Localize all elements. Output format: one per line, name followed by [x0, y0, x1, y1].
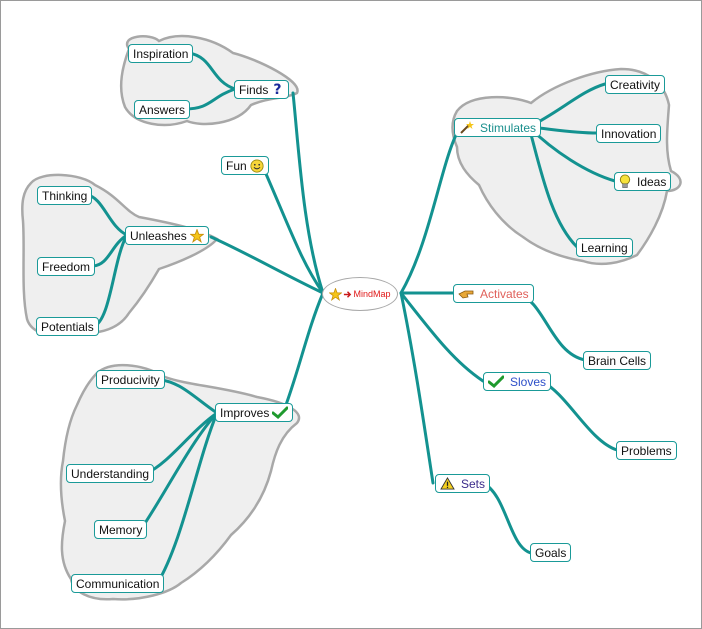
node-ideas[interactable]: Ideas	[614, 172, 672, 191]
node-unleashes-label: Unleashes	[130, 228, 187, 243]
question-icon: ?	[271, 82, 284, 98]
node-innovation-label: Innovation	[601, 126, 657, 141]
node-problems-label: Problems	[621, 443, 672, 458]
node-thinking-label: Thinking	[42, 188, 88, 203]
node-understanding[interactable]: Understanding	[66, 464, 155, 483]
node-fun[interactable]: Fun	[221, 156, 269, 175]
node-activates-label: Activates	[480, 286, 529, 301]
node-memory-label: Memory	[99, 522, 143, 537]
node-fun-label: Fun	[226, 158, 247, 173]
connector-sloves-problems	[539, 379, 619, 452]
node-stimulates[interactable]: Stimulates	[454, 118, 542, 137]
node-communication[interactable]: Communication	[71, 574, 165, 593]
arrow-right-icon	[343, 290, 352, 299]
node-producivity[interactable]: Producivity	[96, 370, 165, 389]
node-sets[interactable]: Sets	[435, 474, 491, 493]
node-brain-cells[interactable]: Brain Cells	[583, 351, 652, 370]
node-inspiration[interactable]: Inspiration	[128, 44, 194, 63]
node-understanding-label: Understanding	[71, 466, 150, 481]
node-problems[interactable]: Problems	[616, 441, 677, 460]
node-learning[interactable]: Learning	[576, 238, 633, 257]
lightbulb-icon	[619, 174, 631, 189]
connector-center-sloves	[399, 291, 485, 383]
connector-improves-memory	[139, 411, 219, 531]
node-memory[interactable]: Memory	[94, 520, 148, 539]
connector-center-improves	[281, 291, 325, 415]
checkmark-icon	[271, 406, 289, 420]
checkmark-icon	[487, 375, 505, 389]
cloud-improves-group	[59, 363, 301, 601]
smiley-icon	[250, 158, 264, 173]
star-icon	[328, 286, 344, 301]
node-learning-label: Learning	[581, 240, 628, 255]
node-potentials[interactable]: Potentials	[36, 317, 99, 336]
node-potentials-label: Potentials	[41, 319, 94, 334]
node-freedom[interactable]: Freedom	[37, 257, 96, 276]
connector-center-sets	[399, 291, 435, 485]
connector-finds-answers	[183, 87, 237, 111]
connector-activates-braincells	[515, 291, 587, 362]
node-brain-cells-label: Brain Cells	[588, 353, 647, 368]
connector-finds-inspiration	[187, 51, 237, 91]
node-finds[interactable]: Finds ?	[234, 80, 290, 99]
node-finds-label: Finds	[239, 82, 269, 97]
node-activates[interactable]: Activates	[453, 284, 534, 303]
star-icon	[189, 227, 205, 243]
node-improves-label: Improves	[220, 405, 270, 420]
node-ideas-label: Ideas	[637, 174, 667, 189]
node-sloves[interactable]: Sloves	[483, 372, 552, 391]
warning-icon	[440, 477, 455, 490]
central-topic-label: MindMap	[353, 289, 391, 299]
node-communication-label: Communication	[76, 576, 160, 591]
connector-center-stimulates	[399, 127, 461, 295]
node-stimulates-label: Stimulates	[480, 120, 537, 135]
node-creativity-label: Creativity	[610, 77, 661, 92]
connector-center-fun	[261, 165, 325, 295]
central-topic[interactable]: MindMap	[322, 277, 398, 311]
connector-center-finds	[291, 91, 325, 295]
node-thinking[interactable]: Thinking	[37, 186, 93, 205]
node-sets-label: Sets	[461, 476, 486, 491]
node-innovation[interactable]: Innovation	[596, 124, 662, 143]
node-unleashes[interactable]: Unleashes	[125, 226, 209, 245]
connector-sets-goals	[481, 481, 533, 555]
node-inspiration-label: Inspiration	[133, 46, 189, 61]
svg-text:?: ?	[274, 82, 282, 97]
node-creativity[interactable]: Creativity	[605, 75, 666, 94]
node-improves[interactable]: Improves	[215, 403, 294, 422]
node-goals[interactable]: Goals	[530, 543, 572, 562]
hand-icon	[458, 288, 474, 300]
magic-wand-icon	[459, 121, 474, 134]
connector-improves-communication	[155, 411, 219, 586]
node-answers[interactable]: Answers	[134, 100, 191, 119]
connector-unleashes-freedom	[91, 233, 129, 268]
cloud-stimulates-group	[451, 67, 682, 266]
node-answers-label: Answers	[139, 102, 186, 117]
node-sloves-label: Sloves	[510, 374, 547, 389]
node-producivity-label: Producivity	[101, 372, 160, 387]
connector-center-unleashes	[209, 235, 325, 295]
node-freedom-label: Freedom	[42, 259, 91, 274]
connector-stimulates-learning	[527, 125, 579, 249]
node-goals-label: Goals	[535, 545, 567, 560]
